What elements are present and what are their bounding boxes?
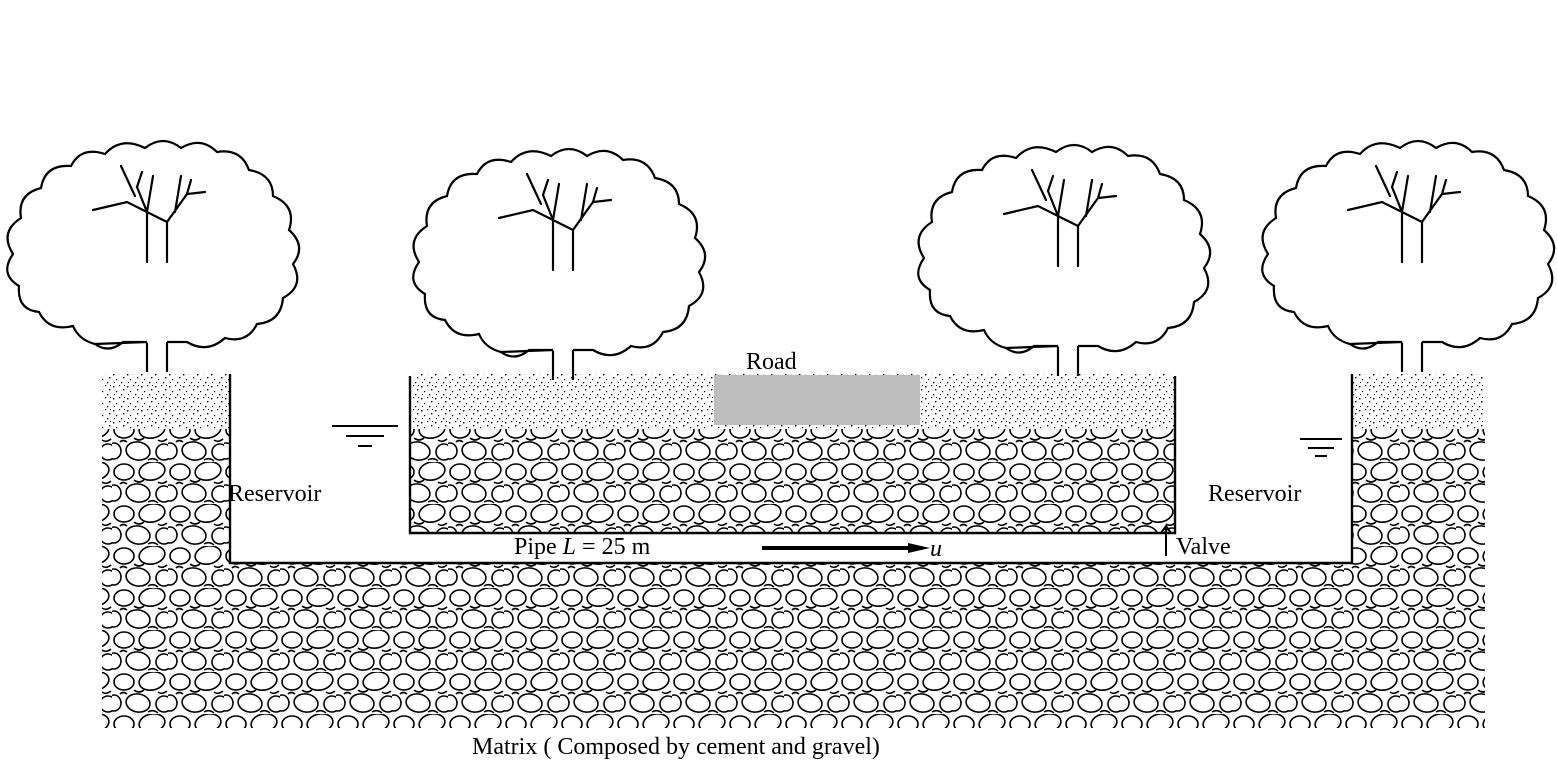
velocity-label: u: [930, 536, 942, 562]
pipe-length-value: = 25 m: [576, 534, 651, 560]
reservoir-label-left: Reservoir: [228, 481, 321, 507]
road-label: Road: [746, 349, 797, 375]
gravel-block-center: [410, 429, 1175, 533]
tree-icon: [6, 139, 301, 374]
tree-icon: [1261, 139, 1556, 374]
sand-layer-left: [102, 374, 230, 429]
reservoir-pipe-outline: [228, 374, 1354, 565]
reservoir-label-right: Reservoir: [1208, 481, 1301, 507]
matrix-label: Matrix ( Composed by cement and gravel): [472, 734, 880, 760]
pipe-label: Pipe L = 25 m: [514, 534, 651, 560]
pipe-top-wall: [408, 376, 1177, 535]
road-slab: [714, 375, 920, 425]
pipe-label-prefix: Pipe: [514, 534, 563, 560]
valve-label: Valve: [1176, 534, 1231, 560]
flow-arrow-icon: [762, 543, 930, 553]
sand-layer-right: [1352, 374, 1485, 429]
pipe-bottom-wall: [228, 374, 1354, 565]
gravel-block-left: [102, 429, 230, 563]
gravel-block-right: [1352, 429, 1485, 563]
ground-matrix: [102, 374, 1485, 728]
water-level-icon: [332, 425, 398, 447]
tree-icon: [917, 143, 1212, 378]
water-level-icon: [1300, 438, 1342, 457]
valve-icon: [1160, 524, 1172, 556]
pipe-length-symbol: L: [562, 534, 576, 560]
tree-icon: [412, 147, 707, 382]
gravel-bottom: [102, 563, 1485, 728]
